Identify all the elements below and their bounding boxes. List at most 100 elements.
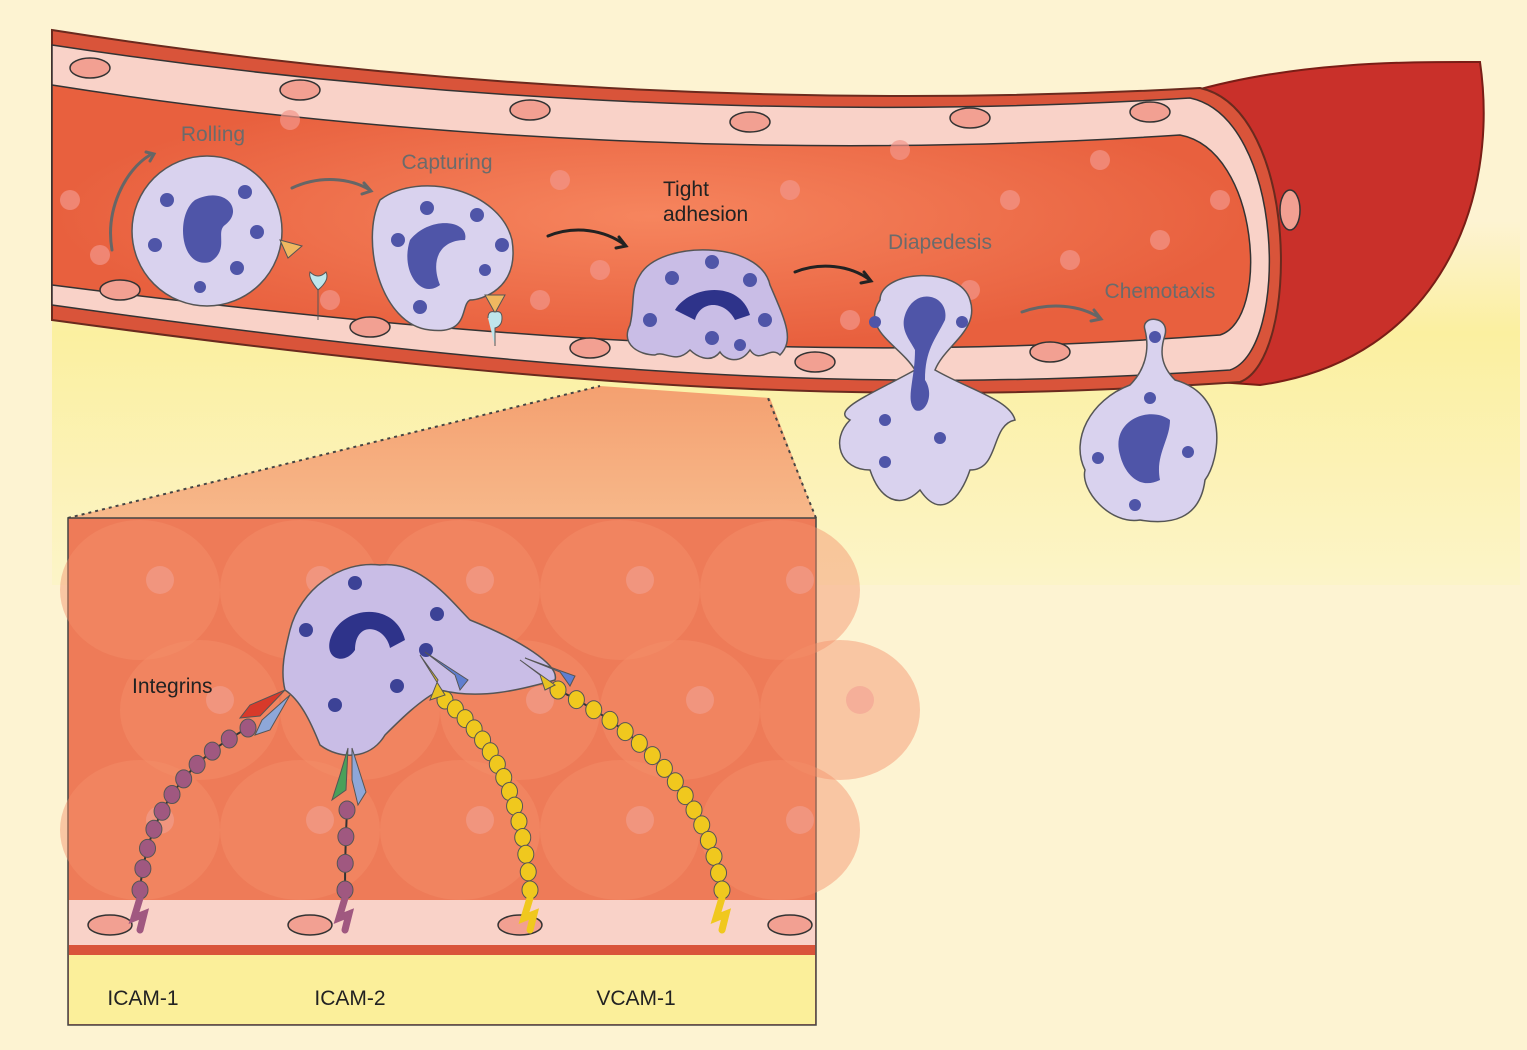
- tissue-cell: [600, 640, 760, 780]
- label-diapedesis: Diapedesis: [888, 231, 992, 254]
- label-icam-1: ICAM-1: [107, 987, 178, 1010]
- ig-domain-bead: [567, 690, 585, 710]
- blood-cell: [280, 110, 300, 130]
- arrow-to-capturing: [290, 178, 372, 192]
- ig-domain-bead: [519, 862, 537, 882]
- label-rolling: Rolling: [181, 123, 245, 146]
- ig-domain-bead: [220, 729, 238, 749]
- endothelial-nuclei: [69, 57, 1301, 373]
- rolling-leukocyte: [131, 155, 328, 320]
- ig-domain-bead: [336, 853, 354, 873]
- ig-domain-bead: [203, 741, 221, 761]
- tissue-cell: [700, 520, 860, 660]
- zoom-wedge: [68, 386, 816, 518]
- blood-cell: [550, 170, 570, 190]
- tissue-nucleus: [306, 806, 334, 834]
- ig-domain-bead: [685, 800, 703, 820]
- endothelial-nucleus: [99, 279, 141, 301]
- ig-domain-bead: [676, 786, 694, 806]
- tissue-nucleus: [206, 686, 234, 714]
- blood-cell: [890, 140, 910, 160]
- tissue-nucleus: [626, 566, 654, 594]
- tissue-cell: [700, 760, 860, 900]
- blood-cells: [60, 110, 1230, 330]
- blood-cell: [1210, 190, 1230, 210]
- ig-domain-bead: [585, 700, 603, 720]
- rolling-arrow: [109, 153, 152, 252]
- stage-arrows: [109, 150, 1104, 323]
- blood-cell: [60, 190, 80, 210]
- label-integrins: Integrins: [132, 675, 213, 698]
- ig-domain-bead: [134, 859, 152, 879]
- arrow-to-chemotaxis: [1020, 304, 1102, 320]
- inset-tissue-cells: [60, 520, 920, 900]
- endothelial-nucleus: [1029, 341, 1071, 363]
- ig-domain-bead: [337, 827, 355, 847]
- tight-adhesion-leukocyte: [626, 249, 789, 361]
- ig-domain-bead: [710, 863, 728, 883]
- endothelial-nucleus: [69, 57, 111, 79]
- endothelial-nucleus: [1279, 189, 1301, 231]
- tissue-cell: [60, 760, 220, 900]
- ig-domain-bead: [517, 844, 535, 864]
- icam-2-chain: [333, 800, 356, 934]
- blood-cell: [780, 180, 800, 200]
- tissue-nucleus: [686, 686, 714, 714]
- tissue-nucleus: [146, 566, 174, 594]
- ig-domain-bead: [239, 718, 257, 738]
- endothelial-nucleus: [349, 316, 391, 338]
- ig-domain-bead: [175, 769, 193, 789]
- blood-cell: [1000, 190, 1020, 210]
- blood-cell: [840, 310, 860, 330]
- ig-domain-bead: [514, 828, 532, 847]
- label-icam-2: ICAM-2: [314, 987, 385, 1010]
- ig-domain-bead: [693, 815, 711, 835]
- blood-cell: [1090, 150, 1110, 170]
- tissue-cell: [540, 760, 700, 900]
- inset-endothelium: [69, 900, 815, 948]
- blood-cell: [1150, 230, 1170, 250]
- ig-domain-bead: [163, 785, 181, 804]
- blood-cell: [530, 290, 550, 310]
- tissue-cell: [60, 520, 220, 660]
- ig-domain-bead: [705, 846, 723, 866]
- tissue-nucleus: [466, 566, 494, 594]
- endothelial-nucleus: [509, 99, 551, 121]
- label-chemotaxis: Chemotaxis: [1105, 280, 1216, 303]
- tissue-cell: [540, 520, 700, 660]
- icam-1-chain: [128, 718, 257, 934]
- endothelial-nucleus: [729, 111, 771, 133]
- tissue-nucleus: [846, 686, 874, 714]
- ig-domain-bead: [699, 830, 717, 850]
- zoom-line-left: [67, 385, 601, 519]
- tissue-nucleus: [466, 806, 494, 834]
- tissue-nucleus: [786, 566, 814, 594]
- tissue-nucleus: [526, 686, 554, 714]
- endothelial-nucleus: [949, 107, 991, 129]
- adhesion-molecule-chains: [128, 680, 732, 934]
- tissue-nucleus: [626, 806, 654, 834]
- ig-domain-bead: [655, 758, 673, 778]
- ig-domain-bead: [188, 754, 206, 774]
- tissue-nucleus: [786, 806, 814, 834]
- tissue-cell: [760, 640, 920, 780]
- label-vcam-1: VCAM-1: [596, 987, 675, 1010]
- arrow-to-diapedesis: [793, 264, 872, 282]
- ig-domain-bead: [153, 801, 171, 821]
- endothelial-nucleus: [87, 914, 133, 936]
- endothelial-nucleus: [1129, 101, 1171, 123]
- ig-domain-bead: [139, 838, 157, 858]
- chemotaxis-leukocyte: [1079, 318, 1218, 523]
- arrow-to-adhesion: [546, 228, 627, 247]
- ig-domain-bead: [666, 772, 684, 792]
- ig-domain-bead: [601, 710, 619, 730]
- inset-leukocyte: [238, 563, 576, 807]
- blood-cell: [90, 245, 110, 265]
- label-tight-adhesion-1: Tight: [663, 178, 709, 201]
- tissue-cell: [380, 760, 540, 900]
- ig-domain-bead: [630, 733, 648, 753]
- blood-cell: [1060, 250, 1080, 270]
- tissue-cell: [120, 640, 280, 780]
- endothelial-nucleus: [569, 337, 611, 359]
